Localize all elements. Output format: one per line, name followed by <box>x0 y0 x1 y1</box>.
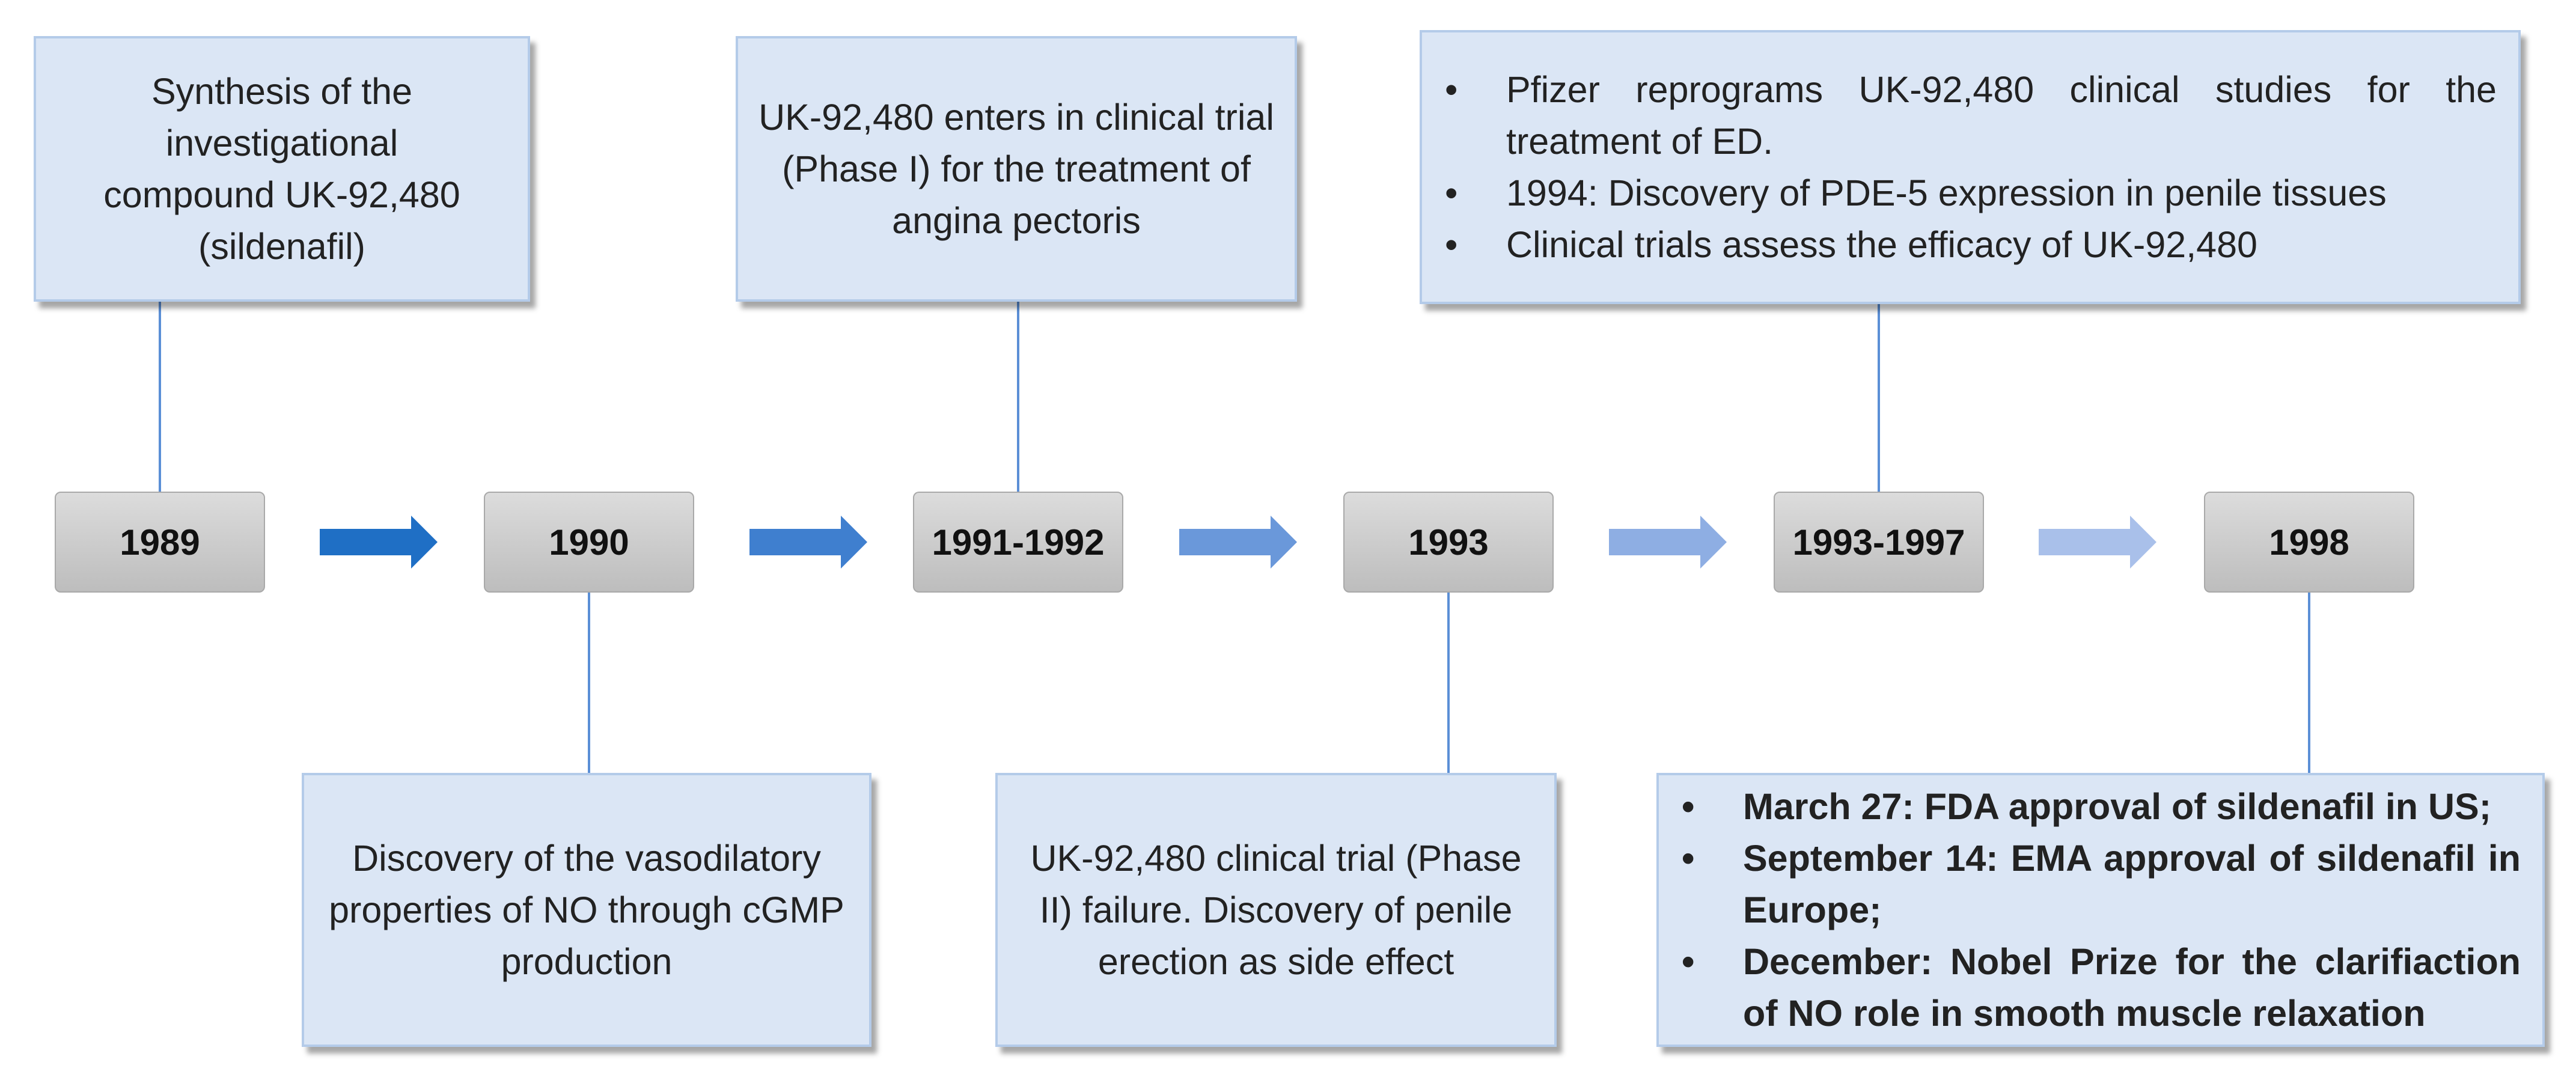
event-box-1993-1997: •Pfizer reprograms UK-92,480 clinical st… <box>1420 30 2521 304</box>
year-1989: 1989 <box>55 492 265 593</box>
year-1991-1992: 1991-1992 <box>913 492 1123 593</box>
event-text-1990: Discovery of the vasodilatory properties… <box>329 838 844 982</box>
event-box-1989: Synthesis of the investigational compoun… <box>34 36 530 302</box>
list-item: •December: Nobel Prize for the clarifiac… <box>1682 941 2521 1034</box>
event-text-1993: UK-92,480 clinical trial (Phase II) fail… <box>1030 838 1522 982</box>
arrow-3-icon <box>1179 516 1297 569</box>
arrow-2-icon <box>749 516 867 569</box>
list-item: •September 14: EMA approval of sildenafi… <box>1682 838 2521 930</box>
event-list-1993-1997: •Pfizer reprograms UK-92,480 clinical st… <box>1434 64 2497 270</box>
event-box-1990: Discovery of the vasodilatory properties… <box>302 773 871 1047</box>
arrow-5-icon <box>2039 516 2156 569</box>
list-item: •Clinical trials assess the efficacy of … <box>1445 224 2257 265</box>
event-text-1991-1992: UK-92,480 enters in clinical trial (Phas… <box>758 97 1274 241</box>
arrow-1-icon <box>320 516 438 569</box>
year-1993-1997: 1993-1997 <box>1774 492 1984 593</box>
year-1993: 1993 <box>1343 492 1554 593</box>
arrow-4-icon <box>1609 516 1727 569</box>
event-list-1998: •March 27: FDA approval of sildenafil in… <box>1671 781 2521 1039</box>
event-box-1993: UK-92,480 clinical trial (Phase II) fail… <box>995 773 1557 1047</box>
list-item: •1994: Discovery of PDE-5 expression in … <box>1445 172 2387 213</box>
event-text-1989: Synthesis of the investigational compoun… <box>103 71 460 267</box>
event-box-1991-1992: UK-92,480 enters in clinical trial (Phas… <box>736 36 1297 302</box>
list-item: •Pfizer reprograms UK-92,480 clinical st… <box>1445 69 2497 162</box>
year-1990: 1990 <box>484 492 694 593</box>
year-1998: 1998 <box>2204 492 2414 593</box>
list-item: •March 27: FDA approval of sildenafil in… <box>1682 786 2492 827</box>
event-box-1998: •March 27: FDA approval of sildenafil in… <box>1656 773 2545 1047</box>
